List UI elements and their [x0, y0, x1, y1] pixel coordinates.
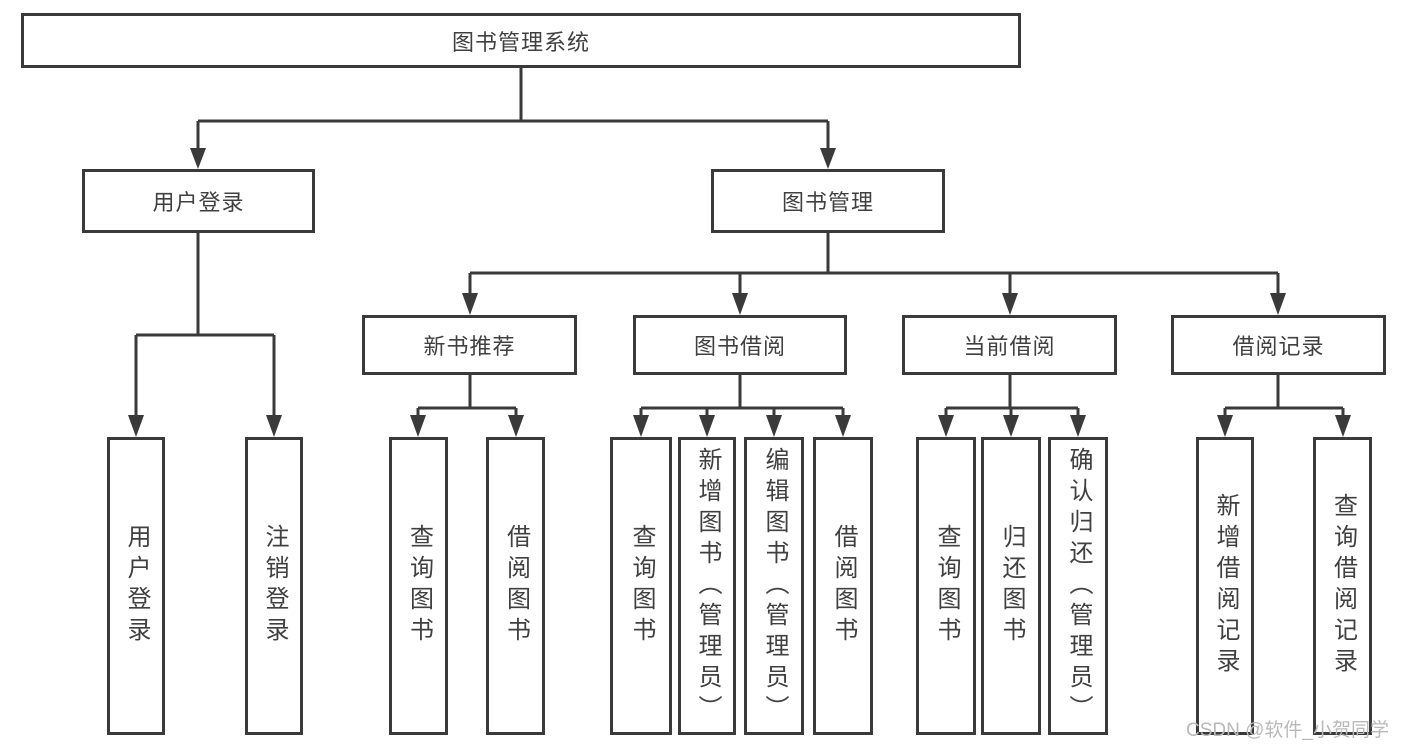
leaf-label: 新增图书（管理员）: [694, 446, 721, 726]
leaf-label: 注销登录: [261, 524, 288, 648]
node-book-borrow: 图书借阅: [633, 315, 847, 375]
leaf-label: 借阅图书: [502, 524, 530, 648]
leaf-label: 编辑图书（管理员）: [761, 446, 788, 726]
node-label: 当前借阅: [963, 334, 1056, 359]
node-label: 借阅记录: [1232, 334, 1325, 359]
leaf-query-books-recommend: 查询图书: [389, 437, 448, 735]
node-label: 用户登录: [152, 190, 245, 215]
leaf-label: 确认归还（管理员）: [1065, 446, 1092, 726]
node-new-book-recommend: 新书推荐: [362, 315, 577, 375]
leaf-label: 查询图书: [628, 524, 655, 648]
leaf-label: 用户登录: [123, 524, 150, 648]
edges-user-login-to-leaves: [128, 233, 282, 437]
edges-book-borrow-to-leaves: [633, 375, 851, 437]
leaf-label: 查询图书: [933, 524, 960, 648]
node-label: 新书推荐: [423, 334, 516, 359]
node-borrow-records: 借阅记录: [1171, 315, 1386, 375]
edges-root-to-level2: [190, 68, 836, 169]
edges-borrow-records-to-leaves: [1217, 375, 1351, 437]
edges-book-management-to-level3: [462, 233, 1286, 315]
leaf-label: 借阅图书: [830, 524, 857, 648]
leaf-add-borrow-record: 新增借阅记录: [1196, 437, 1254, 735]
leaf-return-books: 归还图书: [981, 437, 1041, 735]
leaf-user-login: 用户登录: [107, 437, 165, 735]
node-user-login: 用户登录: [82, 169, 315, 233]
leaf-logout: 注销登录: [245, 437, 303, 735]
leaf-add-books-admin: 新增图书（管理员）: [678, 437, 736, 735]
leaf-label: 查询借阅记录: [1329, 493, 1357, 679]
leaf-label: 查询图书: [405, 524, 433, 648]
leaf-query-books-current: 查询图书: [916, 437, 976, 735]
node-label: 图书借阅: [693, 334, 786, 359]
node-current-borrow: 当前借阅: [902, 315, 1117, 375]
leaf-edit-books-admin: 编辑图书（管理员）: [744, 437, 804, 735]
node-library-management-system: 图书管理系统: [21, 13, 1021, 68]
leaf-borrow-books: 借阅图书: [813, 437, 873, 735]
edges-new-book-recommend-to-leaves: [410, 375, 524, 437]
leaf-confirm-return-admin: 确认归还（管理员）: [1048, 437, 1108, 735]
node-label: 图书管理: [781, 190, 874, 215]
leaf-borrow-books-recommend: 借阅图书: [486, 437, 545, 735]
node-book-management: 图书管理: [711, 169, 945, 233]
edges-current-borrow-to-leaves: [938, 375, 1086, 437]
leaf-query-books-borrow: 查询图书: [610, 437, 672, 735]
node-label: 图书管理系统: [451, 29, 590, 55]
leaf-label: 归还图书: [998, 524, 1025, 648]
leaf-label: 新增借阅记录: [1212, 493, 1239, 679]
leaf-query-borrow-records: 查询借阅记录: [1313, 437, 1372, 735]
csdn-watermark: CSDN @软件_小贺同学: [1186, 720, 1389, 741]
